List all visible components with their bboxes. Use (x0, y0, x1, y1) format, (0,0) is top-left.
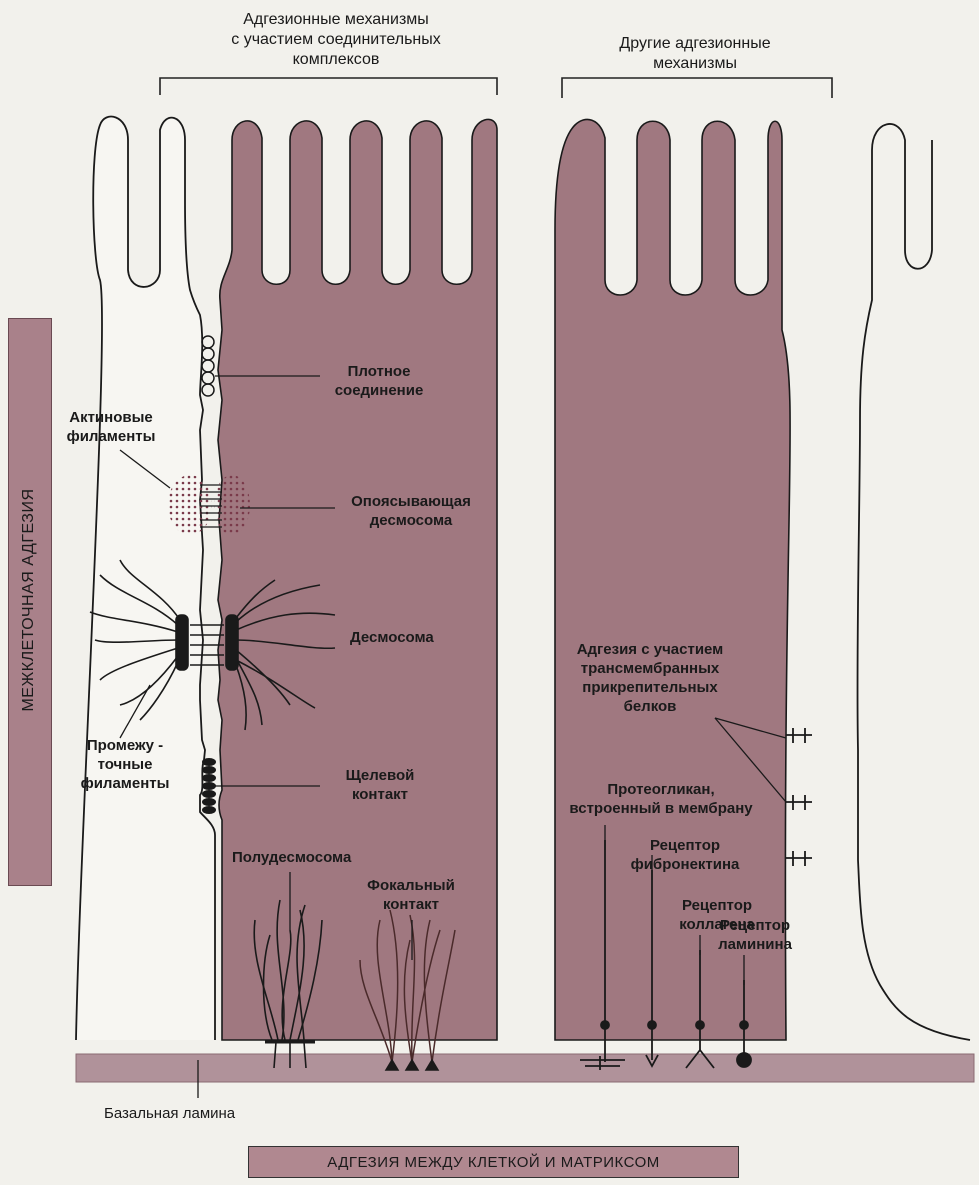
cell-matrix-adhesion-label: АДГЕЗИЯ МЕЖДУ КЛЕТКОЙ И МАТРИКСОМ (327, 1154, 660, 1171)
fibronectin-receptor-label: Рецептор фибронектина (620, 836, 750, 874)
focal-contact-label-line2: контакт (355, 895, 467, 914)
gap-junction-label: Щелевой контакт (330, 766, 430, 804)
intercellular-adhesion-label: МЕЖКЛЕТОЧНАЯ АДГЕЗИЯ (20, 488, 38, 711)
focal-contact-label: Фокальный контакт (355, 876, 467, 914)
transmembrane-adhesion-label: Адгезия с участием трансмембранных прикр… (555, 640, 745, 716)
cell-matrix-adhesion-box: АДГЕЗИЯ МЕЖДУ КЛЕТКОЙ И МАТРИКСОМ (248, 1146, 739, 1178)
belt-desmosome-label-line1: Опоясывающая (336, 492, 486, 511)
proteoglycan-label: Протеогликан, встроенный в мембрану (556, 780, 766, 818)
proteoglycan-label-line2: встроенный в мембрану (556, 799, 766, 818)
belt-desmosome-label-line2: десмосома (336, 511, 486, 530)
junctional-header-line1: Адгезионные механизмы (186, 10, 486, 30)
intermediate-filaments-label-line3: филаменты (70, 774, 180, 793)
gap-junction-beads (202, 758, 216, 814)
transmembrane-markers (786, 728, 812, 866)
junctional-header-line3: комплексов (186, 50, 486, 70)
transmembrane-adhesion-label-line2: трансмембранных (555, 659, 745, 678)
tight-junction-beads (202, 336, 214, 396)
basal-lamina-label: Базальная ламина (104, 1104, 235, 1123)
intermediate-filaments-label-line2: точные (70, 755, 180, 774)
belt-desmosome-label: Опоясывающая десмосома (336, 492, 486, 530)
other-header-line1: Другие адгезионные (580, 34, 810, 54)
transmembrane-adhesion-label-line4: белков (555, 697, 745, 716)
laminin-receptor-label-line2: ламинина (700, 935, 810, 954)
gap-junction-label-line1: Щелевой (330, 766, 430, 785)
intermediate-filaments-label-line1: Промежу - (70, 736, 180, 755)
intermediate-filaments-label: Промежу - точные филаменты (70, 736, 180, 793)
left-white-cell (76, 117, 215, 1040)
belt-desmosome (168, 475, 250, 535)
other-header: Другие адгезионные механизмы (580, 34, 810, 74)
junctional-header-line2: с участием соединительных (186, 30, 486, 50)
junctional-bracket (160, 78, 497, 95)
tight-junction-label-line1: Плотное (316, 362, 442, 381)
laminin-receptor-label: Рецептор ламинина (700, 916, 810, 954)
other-bracket (562, 78, 832, 98)
focal-contact-label-line1: Фокальный (355, 876, 467, 895)
hemidesmosome-label: Полудесмосома (232, 848, 351, 867)
actin-filaments-label-line1: Актиновые (56, 408, 166, 427)
laminin-receptor-label-line1: Рецептор (700, 916, 810, 935)
transmembrane-adhesion-label-line3: прикрепительных (555, 678, 745, 697)
actin-filaments-label: Актиновые филаменты (56, 408, 166, 446)
fibronectin-receptor-label-line1: Рецептор (620, 836, 750, 855)
proteoglycan-label-line1: Протеогликан, (556, 780, 766, 799)
right-white-cell (857, 124, 970, 1040)
gap-junction-label-line2: контакт (330, 785, 430, 804)
desmosome-label: Десмосома (350, 628, 434, 647)
transmembrane-adhesion-label-line1: Адгезия с участием (555, 640, 745, 659)
actin-filaments-label-line2: филаменты (56, 427, 166, 446)
collagen-receptor-label-line1: Рецептор (662, 896, 772, 915)
fibronectin-receptor-label-line2: фибронектина (620, 855, 750, 874)
basal-lamina (76, 1054, 974, 1082)
junctional-header: Адгезионные механизмы с участием соедини… (186, 10, 486, 70)
other-header-line2: механизмы (580, 54, 810, 74)
tight-junction-label-line2: соединение (316, 381, 442, 400)
tight-junction-label: Плотное соединение (316, 362, 442, 400)
